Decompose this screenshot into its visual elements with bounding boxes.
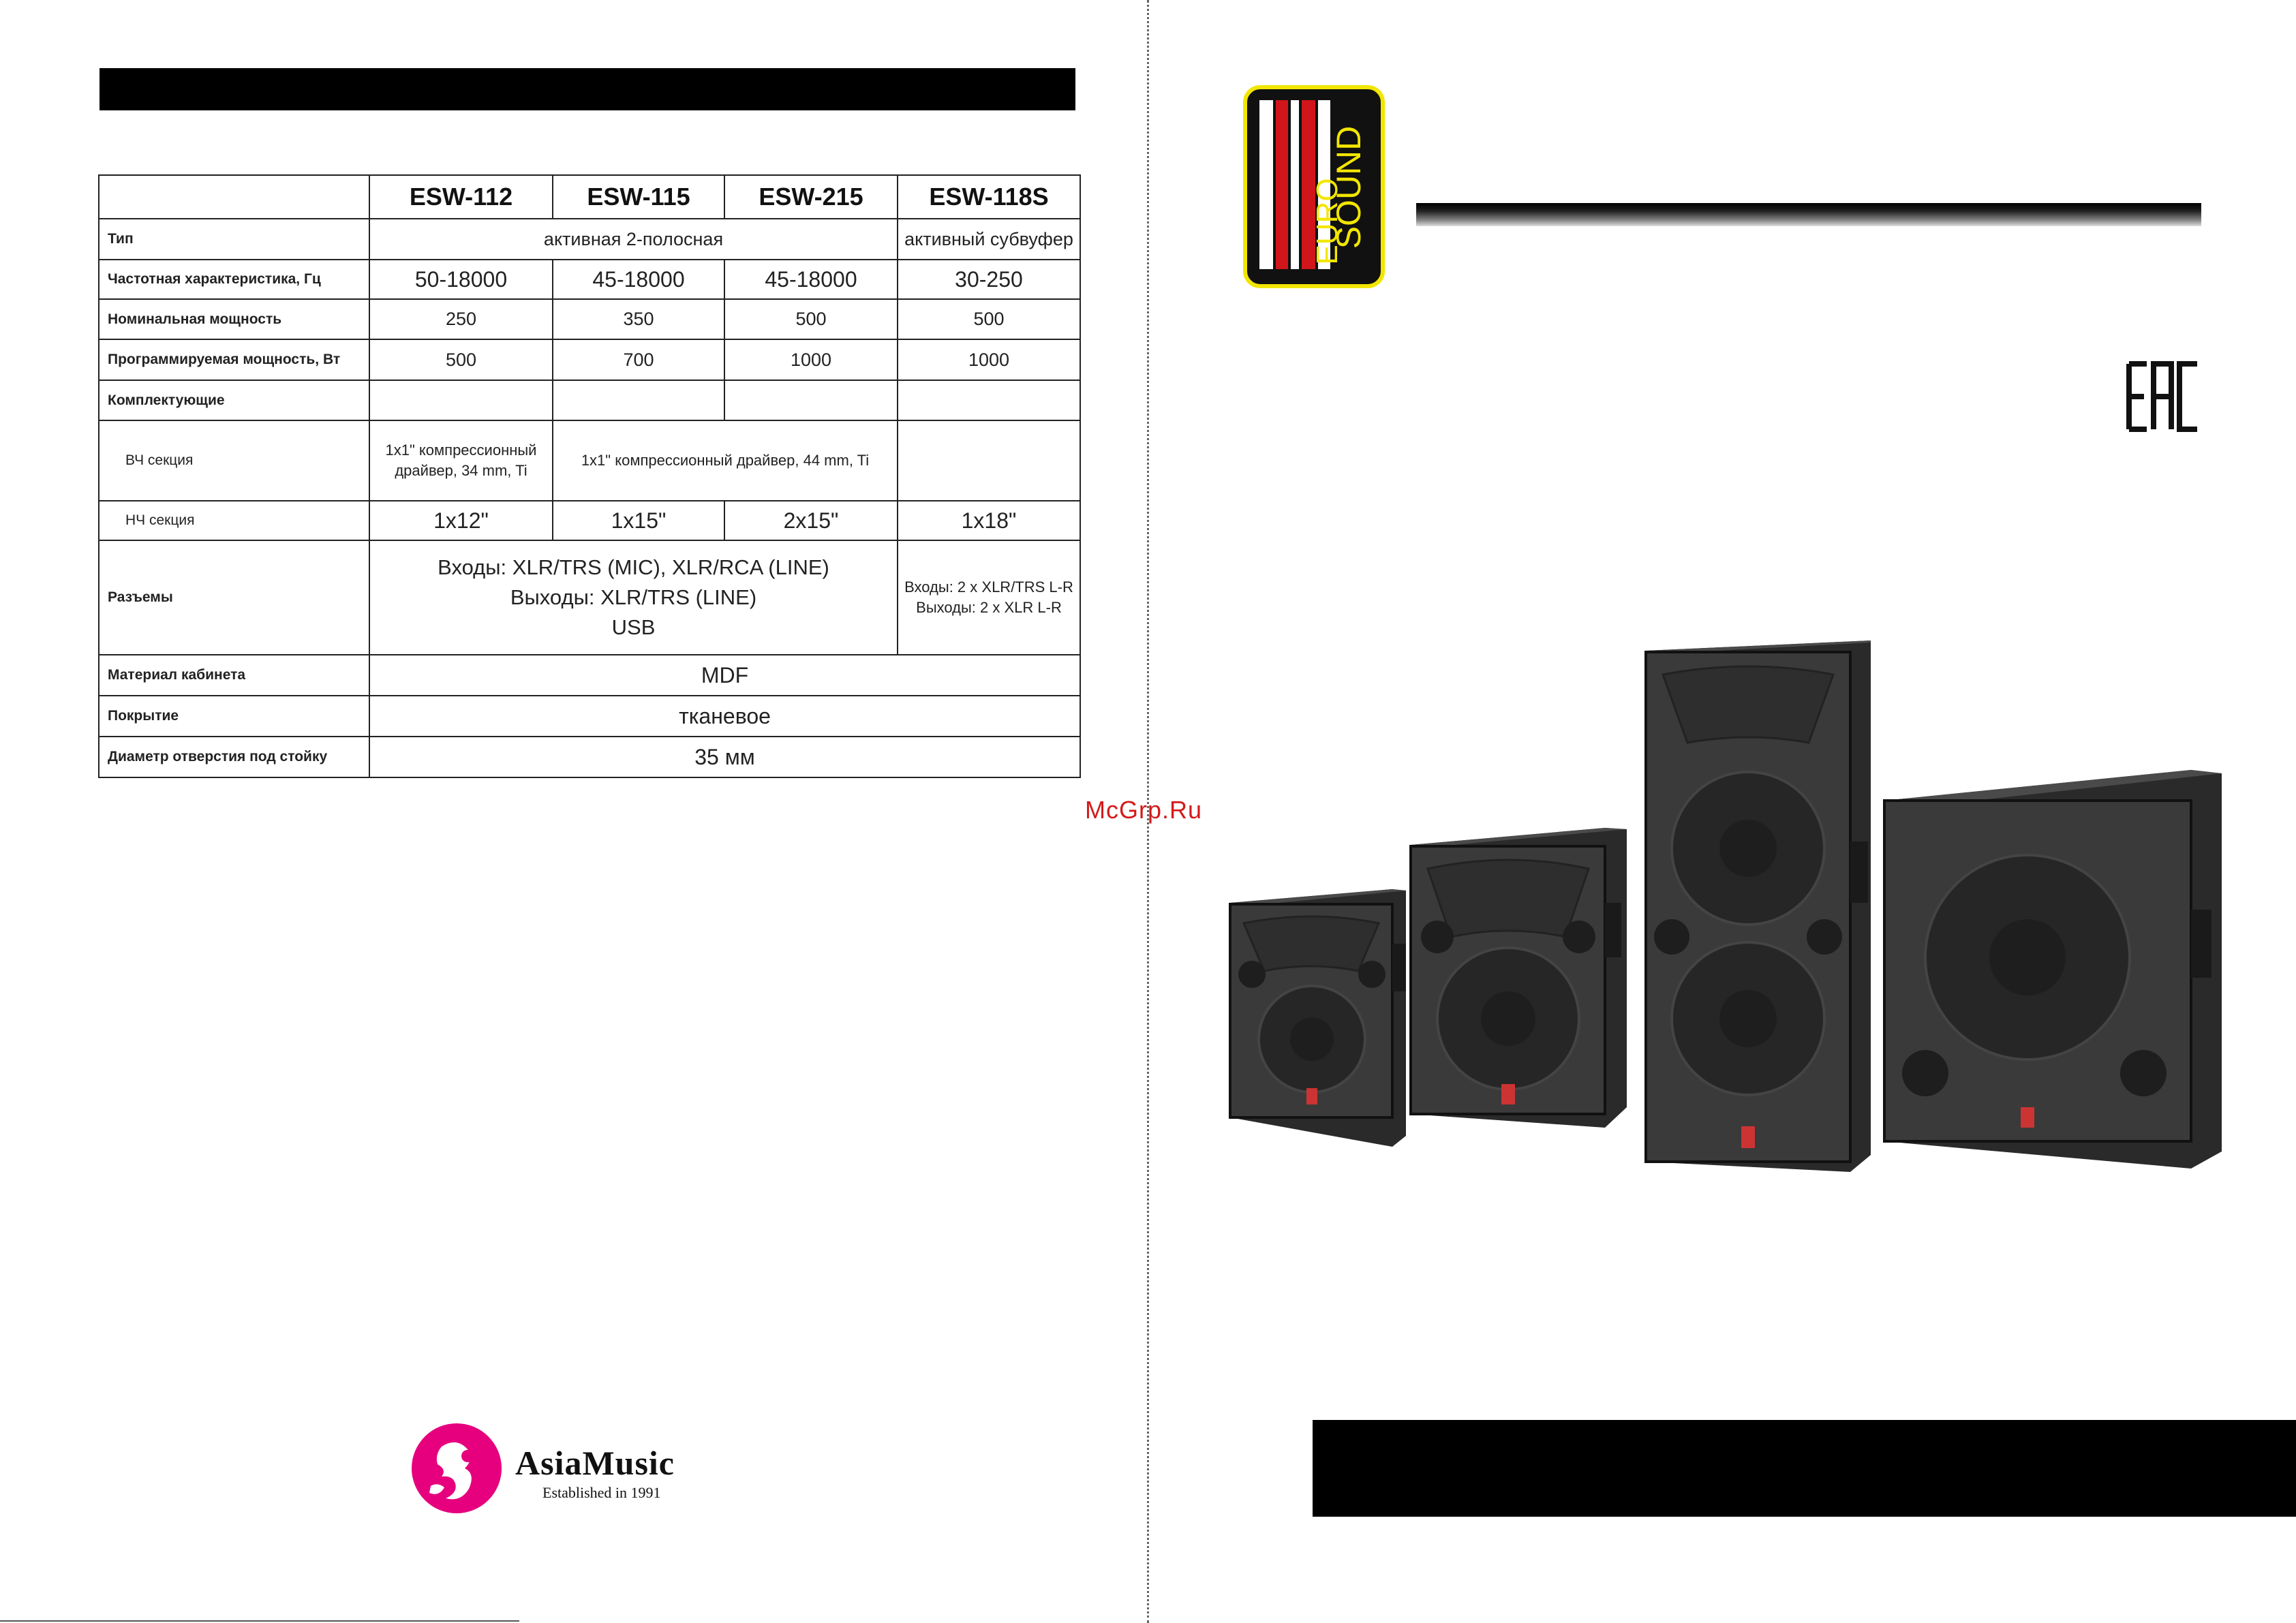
row-label-program: Программируемая мощность, Вт <box>98 339 370 381</box>
speaker-esw-112 <box>1229 889 1406 1147</box>
lf-value: 1x15" <box>552 500 725 541</box>
connectors-inputs: Входы: XLR/TRS (MIC), XLR/RCA (LINE) <box>438 555 829 579</box>
table-row: Программируемая мощность, Вт 500 700 100… <box>98 339 1081 381</box>
eurosound-logo-icon: EURO SOUND <box>1243 85 1385 288</box>
model-esw-215: ESW-215 <box>724 174 898 219</box>
lf-value: 1x18" <box>897 500 1081 541</box>
model-esw-112: ESW-112 <box>369 174 553 219</box>
program-value: 1000 <box>897 339 1081 381</box>
asiamusic-name: AsiaMusic <box>515 1444 675 1482</box>
program-value: 500 <box>369 339 553 381</box>
freq-value: 50-18000 <box>369 259 553 300</box>
row-label-hf: ВЧ секция <box>98 420 370 501</box>
material-value: MDF <box>369 654 1081 696</box>
watermark: McGrp.Ru <box>1085 796 1203 824</box>
eac-certification-icon <box>2126 361 2197 432</box>
empty-cell <box>552 380 725 421</box>
nominal-value: 500 <box>897 298 1081 340</box>
row-label-coating: Покрытие <box>98 695 370 737</box>
empty-cell <box>897 380 1081 421</box>
empty-cell <box>369 380 553 421</box>
table-row: Частотная характеристика, Гц 50-18000 45… <box>98 259 1081 300</box>
connectors-sub-inputs: Входы: 2 x XLR/TRS L-R <box>904 578 1073 596</box>
svg-text:EURO: EURO <box>1311 178 1344 264</box>
table-row: Номинальная мощность 250 350 500 500 <box>98 298 1081 340</box>
connectors-sub-outputs: Выходы: 2 x XLR L-R <box>916 599 1062 616</box>
model-esw-115: ESW-115 <box>552 174 725 219</box>
row-label-components: Комплектующие <box>98 380 370 421</box>
nominal-value: 350 <box>552 298 725 340</box>
row-label-lf: НЧ секция <box>98 500 370 541</box>
svg-text:SOUND: SOUND <box>1330 126 1368 249</box>
speaker-esw-115 <box>1409 828 1627 1128</box>
asiamusic-established: Established in 1991 <box>542 1484 661 1501</box>
header-black-bar <box>100 68 1075 110</box>
stand-value: 35 мм <box>369 736 1081 778</box>
table-header-row: ESW-112 ESW-115 ESW-215 ESW-118S <box>98 174 1081 219</box>
header-gradient-bar <box>1416 203 2201 226</box>
asiamusic-logo-icon <box>412 1423 502 1513</box>
row-label-connectors: Разъемы <box>98 540 370 655</box>
type-value-sub: активный субвуфер <box>897 218 1081 260</box>
empty-cell <box>724 380 898 421</box>
header-empty-cell <box>98 174 370 219</box>
lf-value: 2x15" <box>724 500 898 541</box>
hf-value-esw112: 1x1" компрессионный драйвер, 34 mm, Ti <box>369 420 553 501</box>
table-row: Комплектующие <box>98 380 1081 421</box>
footer-black-bar <box>1313 1420 2296 1517</box>
speaker-cabinets-image <box>1229 640 2222 1172</box>
program-value: 700 <box>552 339 725 381</box>
connectors-outputs: Выходы: XLR/TRS (LINE) <box>510 585 757 609</box>
hf-value-esw115-215: 1x1" компрессионный драйвер, 44 mm, Ti <box>552 420 898 501</box>
row-label-freq: Частотная характеристика, Гц <box>98 259 370 300</box>
table-row: Разъемы Входы: XLR/TRS (MIC), XLR/RCA (L… <box>98 540 1081 655</box>
freq-value: 30-250 <box>897 259 1081 300</box>
row-label-stand: Диаметр отверстия под стойку <box>98 736 370 778</box>
table-row: Материал кабинета MDF <box>98 654 1081 696</box>
table-row: Диаметр отверстия под стойку 35 мм <box>98 736 1081 778</box>
table-row: ВЧ секция 1x1" компрессионный драйвер, 3… <box>98 420 1081 501</box>
type-value-2way: активная 2-полосная <box>369 218 898 260</box>
table-row: Покрытие тканевое <box>98 695 1081 737</box>
nominal-value: 250 <box>369 298 553 340</box>
fold-dotted-line <box>1147 0 1149 1623</box>
empty-cell <box>897 420 1081 501</box>
spec-table: ESW-112 ESW-115 ESW-215 ESW-118S Тип акт… <box>98 174 1081 778</box>
speaker-esw-118s <box>1883 770 2222 1169</box>
table-row: Тип активная 2-полосная активный субвуфе… <box>98 218 1081 260</box>
model-esw-118s: ESW-118S <box>897 174 1081 219</box>
freq-value: 45-18000 <box>552 259 725 300</box>
freq-value: 45-18000 <box>724 259 898 300</box>
coating-value: тканевое <box>369 695 1081 737</box>
connectors-value: Входы: XLR/TRS (MIC), XLR/RCA (LINE) Вых… <box>369 540 898 655</box>
connectors-sub-value: Входы: 2 x XLR/TRS L-R Выходы: 2 x XLR L… <box>897 540 1081 655</box>
speaker-esw-215 <box>1644 640 1871 1172</box>
connectors-usb: USB <box>611 615 656 639</box>
bottom-rule <box>0 1620 519 1622</box>
row-label-nominal: Номинальная мощность <box>98 298 370 340</box>
nominal-value: 500 <box>724 298 898 340</box>
program-value: 1000 <box>724 339 898 381</box>
lf-value: 1x12" <box>369 500 553 541</box>
row-label-material: Материал кабинета <box>98 654 370 696</box>
row-label-type: Тип <box>98 218 370 260</box>
table-row: НЧ секция 1x12" 1x15" 2x15" 1x18" <box>98 500 1081 541</box>
